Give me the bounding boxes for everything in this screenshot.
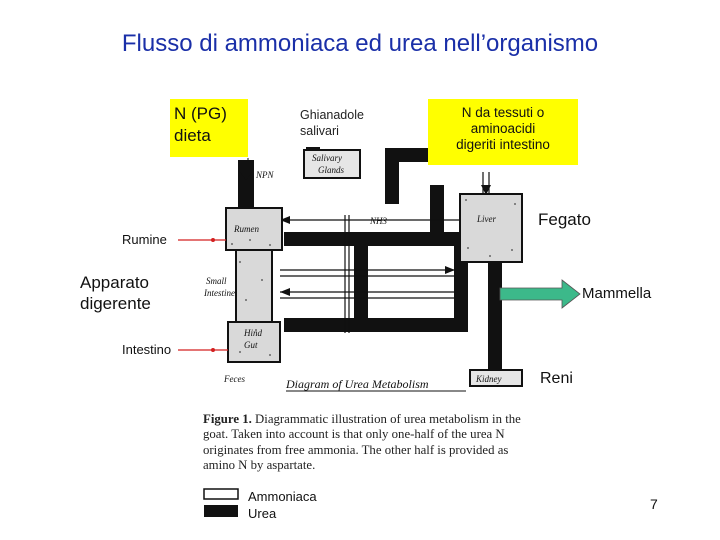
rumen-box	[225, 207, 283, 251]
organs	[225, 149, 523, 387]
kidney-label: Kidney	[475, 374, 502, 384]
kidney-box	[469, 369, 523, 387]
digestive-line-1: Apparato	[80, 273, 149, 292]
hind-gut-box	[227, 321, 281, 363]
figure-caption: Figure 1. Diagrammatic illustration of u…	[203, 412, 533, 473]
caption-text: Diagrammatic illustration of urea metabo…	[203, 412, 521, 472]
pipe-liver-hindgut-v	[354, 240, 368, 332]
legend-urea-label: Urea	[248, 506, 277, 521]
salivary-glands-line-2: salivari	[300, 124, 339, 138]
tissue-n-line-2: aminoacidi	[470, 121, 536, 136]
pipe-top-liver	[430, 185, 444, 235]
page-title: Flusso di ammoniaca ed urea nell’organis…	[121, 30, 599, 57]
stipple	[231, 199, 516, 356]
mammary-callout: Mammella	[582, 285, 652, 302]
tissue-n-line-1: N da tessuti o	[461, 105, 545, 120]
legend-swatches	[203, 488, 239, 517]
legend-urea-swatch	[204, 505, 238, 517]
caption-label: Figure 1.	[203, 412, 252, 426]
hind-gut-label-1: Hind	[243, 328, 263, 338]
ammonia-pathways	[280, 172, 490, 333]
liver-box	[459, 193, 523, 263]
salivary-glands-label: Ghianadole salivari	[300, 107, 364, 139]
n-diet-line-2: dieta	[174, 126, 211, 145]
salivary-glands-box	[303, 149, 361, 179]
pipe-liver-v	[454, 246, 468, 332]
liver-callout: Fegato	[538, 210, 591, 229]
small-intestine-box	[235, 249, 273, 323]
pipe-hindgut-liver	[284, 318, 468, 332]
tissue-n-box: N da tessuti o aminoacidi digeriti intes…	[428, 99, 578, 165]
n-diet-line-1: N (PG)	[174, 104, 227, 123]
salivary-label-1: Salivary	[312, 153, 342, 163]
legend-ammoniaca-swatch	[203, 488, 239, 500]
pipe-kidney	[488, 262, 502, 370]
pointer-lines	[178, 239, 228, 351]
pipe-liver-rumen	[284, 232, 464, 246]
salivary-label-2: Glands	[318, 165, 345, 175]
tissue-n-line-3: digeriti intestino	[456, 137, 550, 152]
rumen-callout: Rumine	[122, 232, 167, 247]
nh3-label: NH3	[369, 216, 388, 226]
npn-label: NPN	[255, 170, 275, 180]
hind-gut-label-2: Gut	[244, 340, 258, 350]
page-number: 7	[650, 496, 658, 512]
legend-ammoniaca-label: Ammoniaca	[248, 489, 317, 504]
kidney-callout: Reni	[540, 370, 573, 387]
pipe-npn	[238, 160, 254, 210]
small-intestine-label-1: Small	[206, 276, 227, 286]
liver-label: Liver	[476, 214, 496, 224]
pipe-salivary-top	[385, 148, 430, 162]
n-diet-box: N (PG) dieta	[170, 99, 248, 157]
digestive-system-callout: Apparato digerente	[80, 272, 151, 314]
digestive-line-2: digerente	[80, 294, 151, 313]
rumen-label: Rumen	[233, 224, 259, 234]
diagram-title: Diagram of Urea Metabolism	[285, 377, 429, 391]
intestine-callout: Intestino	[122, 342, 172, 357]
small-intestine-label-2: Intestine	[203, 288, 235, 298]
feces-label: Feces	[223, 374, 245, 384]
salivary-glands-line-1: Ghianadole	[300, 108, 364, 122]
mammella-arrow	[499, 279, 581, 309]
